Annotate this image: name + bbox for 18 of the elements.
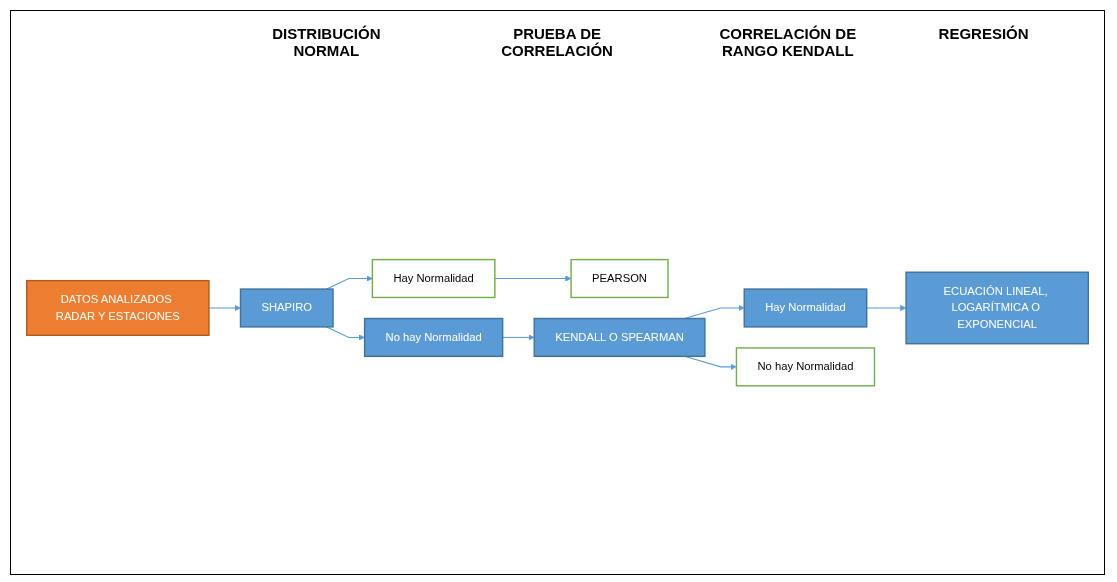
node-box: Hay Normalidad (371, 258, 496, 298)
arrow (326, 326, 365, 341)
column-heading: CORRELACIÓN DE RANGO KENDALL (718, 25, 858, 59)
arrow (494, 275, 572, 282)
node-box: DATOS ANALIZADOS RADAR Y ESTACIONES (25, 279, 210, 336)
arrow (502, 334, 535, 341)
node-box: No hay Normalidad (735, 347, 876, 387)
node-box: SHAPIRO (239, 288, 334, 328)
column-heading: DISTRIBUCIÓN NORMAL (271, 25, 382, 59)
node-box: PEARSON (570, 258, 669, 298)
column-heading: REGRESIÓN (938, 25, 1029, 44)
arrow (208, 304, 241, 311)
node-box: No hay Normalidad (363, 317, 504, 357)
node-box: Hay Normalidad (743, 288, 868, 328)
arrow (866, 304, 907, 311)
node-box: KENDALL O SPEARMAN (533, 317, 706, 357)
node-box: ECUACIÓN LINEAL, LOGARÍTMICA O EXPONENCIAL (905, 271, 1090, 345)
column-heading: PRUEBA DE CORRELACIÓN (500, 25, 614, 59)
